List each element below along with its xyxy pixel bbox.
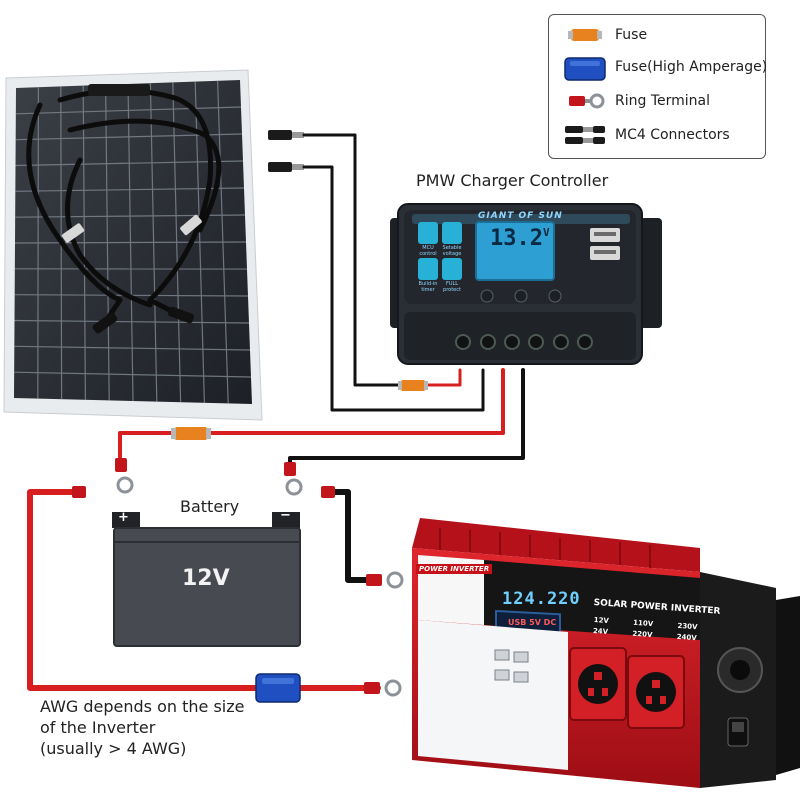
cell-divider: [14, 345, 251, 351]
controller-display-value: 13.2V: [490, 226, 550, 251]
awg-note-line-2: of the Inverter: [40, 718, 156, 737]
high-amperage-fuse: [255, 673, 301, 703]
inverter-usb-label: USB 5V DC: [508, 618, 557, 627]
battery-minus-sign: −: [280, 508, 291, 523]
ring-terminals: [116, 476, 404, 697]
battery-title: Battery: [180, 497, 240, 516]
cell-divider: [15, 187, 245, 192]
cell-divider: [15, 160, 244, 167]
legend-item-mc4-connector: MC4 Connectors: [549, 123, 765, 147]
controller-button-label-2: Setable voltage: [442, 245, 462, 257]
legend-item-ring-terminal: Ring Terminal: [549, 89, 765, 113]
cell-divider: [15, 106, 242, 115]
battery-plus-sign: +: [118, 510, 129, 525]
inverter-brand: POWER INVERTER: [416, 564, 493, 574]
fuse-icon: [568, 29, 602, 41]
legend-label: MC4 Connectors: [615, 127, 730, 143]
solar-panel: [3, 69, 263, 421]
legend-label: Fuse(High Amperage): [615, 59, 768, 75]
mc4-connectors-panel: [268, 130, 304, 172]
voltage-option: 12V: [593, 616, 610, 626]
inverter-display-value: 124.220: [502, 589, 581, 609]
voltage-option: 240V: [676, 632, 697, 643]
controller-brand: GIANT OF SUN: [478, 211, 563, 221]
legend-item-fuse: Fuse: [549, 23, 765, 47]
cell-divider: [14, 319, 250, 324]
panel-wire-positive: [302, 133, 402, 387]
awg-note-line-3: (usually > 4 AWG): [40, 739, 187, 758]
cell-divider: [14, 371, 252, 378]
awg-note-line-1: AWG depends on the size: [40, 697, 245, 716]
legend-label: Fuse: [615, 27, 648, 43]
voltage-option: 110V: [632, 618, 654, 629]
controller-button-label-3: Build-in timer: [418, 281, 438, 293]
legend-item-high-amperage-fuse: Fuse(High Amperage): [549, 55, 768, 81]
panel-wire-negative: [302, 165, 485, 412]
voltage-option: 230V: [677, 621, 698, 632]
battery: [112, 512, 301, 647]
charge-controller: [390, 203, 662, 365]
awg-note: AWG depends on the size of the Inverter …: [40, 696, 244, 759]
fuse-battery-line: [171, 427, 211, 440]
ring-terminal-icon: [569, 93, 605, 109]
controller-title: PMW Charger Controller: [416, 171, 609, 190]
high-amperage-fuse-icon: [564, 57, 606, 81]
controller-button-label-1: MCU control: [419, 245, 437, 257]
legend-label: Ring Terminal: [615, 93, 710, 109]
cell-divider: [14, 241, 247, 244]
power-inverter: [412, 518, 800, 788]
controller-battery-positive-wire: [206, 368, 505, 435]
legend: Fuse Fuse(High Amperage) Ring Terminal M…: [548, 14, 768, 159]
solar-cell-grid: [14, 80, 252, 404]
voltage-option: 24V: [592, 626, 609, 637]
battery-inverter-negative-wire: [327, 489, 373, 583]
mc4-connector-icon: [565, 126, 605, 144]
voltage-option: 220V: [632, 629, 653, 640]
battery-inverter-positive-wire: [27, 489, 261, 691]
battery-voltage: 12V: [182, 566, 230, 591]
controller-button-label-4: FULL protect: [443, 281, 461, 293]
fuse-panel-line: [398, 380, 428, 391]
